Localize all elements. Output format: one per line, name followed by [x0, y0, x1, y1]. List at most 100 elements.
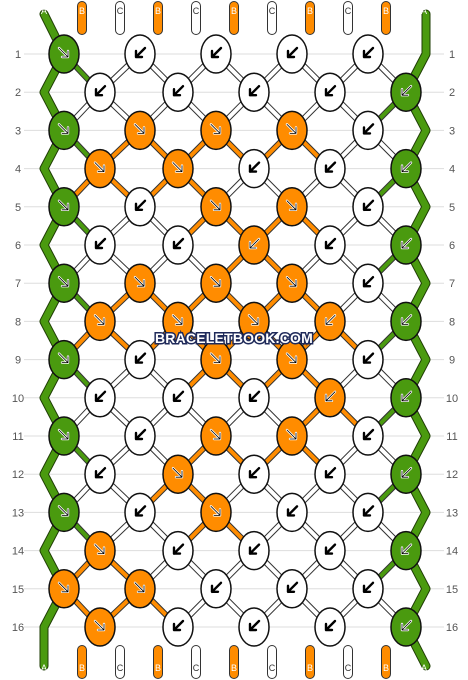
knot [352, 339, 384, 380]
bottom-strand-letter: B [79, 663, 85, 673]
knot-arrow-icon [362, 581, 375, 593]
knot [48, 34, 80, 74]
knot [352, 110, 384, 151]
row-number-right: 2 [449, 87, 455, 99]
top-strand-letter: A [421, 6, 427, 16]
knot-arrow-edge [94, 620, 105, 631]
top-strand-letter: B [231, 6, 237, 16]
knot [238, 454, 270, 494]
knot-arrow-icon [362, 123, 375, 135]
knot-arrow-icon [248, 543, 261, 555]
knot-arrow-icon [134, 46, 147, 59]
knot [200, 339, 232, 380]
row-number-left: 3 [15, 125, 21, 137]
knot [162, 530, 194, 571]
knot [352, 263, 384, 303]
top-strand-letter: C [193, 6, 200, 16]
knot [314, 148, 346, 189]
knot-arrow-edge [134, 276, 145, 287]
knot [84, 301, 116, 342]
knot-arrow-icon [134, 199, 147, 212]
row-number-right: 1 [449, 49, 455, 61]
knot [390, 530, 422, 571]
row-number-right: 11 [446, 431, 457, 443]
knot [238, 301, 270, 342]
knot [162, 454, 194, 494]
row-number-right: 15 [446, 584, 458, 596]
knot-arrow-icon [172, 84, 185, 97]
bottom-strand-letter: C [345, 663, 352, 673]
row-number-right: 13 [446, 507, 458, 519]
row-number-right: 9 [449, 355, 455, 367]
row-number-right: 4 [449, 164, 455, 176]
knot-arrow-edge [94, 314, 105, 325]
knot-arrow-icon [362, 428, 375, 441]
knot [238, 530, 270, 571]
knot-arrow-icon [248, 390, 261, 402]
knot [124, 187, 156, 227]
knot [84, 72, 116, 112]
knot-arrow-icon [362, 199, 375, 212]
knot [352, 416, 384, 456]
knot [48, 416, 80, 456]
knot [276, 110, 308, 151]
bottom-strand-letter: A [41, 663, 47, 673]
knot-arrow-edge [248, 314, 259, 325]
knot-arrow-edge [286, 123, 297, 134]
knot [124, 416, 156, 456]
row-number-right: 5 [449, 202, 455, 214]
knot [200, 263, 232, 303]
knot-arrow-icon [324, 84, 337, 97]
knot [124, 110, 156, 151]
knot-arrow-icon [172, 237, 185, 250]
knot [276, 569, 308, 609]
knot [352, 492, 384, 533]
knot [314, 72, 346, 112]
knot-arrow-icon [210, 46, 223, 59]
bottom-strand-letter: B [383, 663, 389, 673]
knot [84, 148, 116, 189]
knot [124, 492, 156, 533]
knot-arrow-icon [362, 46, 375, 59]
knot [200, 110, 232, 151]
bottom-strand-letter: C [269, 663, 276, 673]
knot-arrow-edge [325, 314, 336, 325]
knot [124, 263, 156, 303]
knot-arrow-icon [362, 505, 375, 517]
top-strand-letter: C [345, 6, 352, 16]
knot [238, 378, 270, 418]
knot [276, 187, 308, 227]
knot [84, 454, 116, 494]
knot-arrow-icon [362, 276, 375, 288]
knot [352, 187, 384, 227]
knot-arrow-edge [58, 276, 69, 287]
knot-arrow-icon [324, 237, 337, 250]
knot-arrow-edge [58, 47, 69, 58]
knot [314, 378, 346, 418]
knot-arrow-edge [58, 123, 69, 134]
knot [390, 301, 422, 342]
knot-arrow-edge [210, 200, 221, 211]
bottom-strand-letter: C [117, 663, 124, 673]
knot [276, 416, 308, 456]
knot-arrow-icon [134, 352, 147, 364]
knot-arrow-icon [286, 505, 299, 517]
knot-arrow-icon [324, 619, 337, 632]
row-number-right: 14 [446, 546, 458, 558]
knot-arrow-edge [210, 276, 221, 287]
knot [390, 607, 422, 647]
knot-arrow-edge [172, 467, 183, 478]
top-strand-letter: B [79, 6, 85, 16]
knot-arrow-edge [401, 85, 412, 96]
top-strand-letter: C [269, 6, 276, 16]
knot-arrow-edge [401, 238, 412, 249]
knot [48, 492, 80, 533]
knot-arrow-edge [286, 353, 297, 364]
knot [238, 148, 270, 189]
row-number-right: 8 [449, 316, 455, 328]
knot [162, 378, 194, 418]
bottom-strand-letter: B [155, 663, 161, 673]
top-strand-letter: B [383, 6, 389, 16]
knot-arrow-edge [134, 123, 145, 134]
